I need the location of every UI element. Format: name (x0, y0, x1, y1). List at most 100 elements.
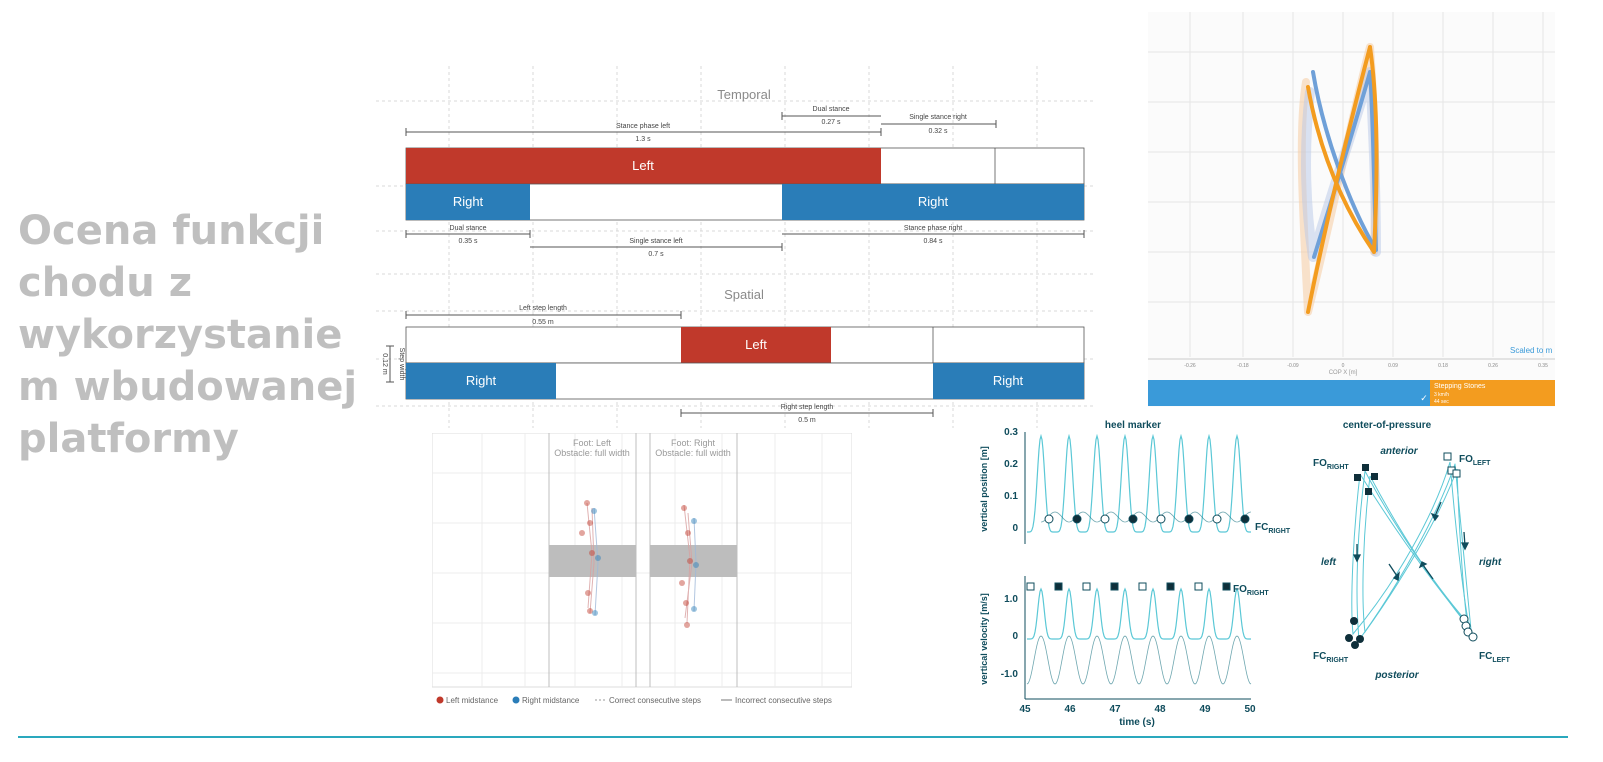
right-footprint-2 (933, 363, 1084, 399)
check-icon: ✓ (1420, 393, 1428, 403)
fc-open-marker (1044, 514, 1054, 524)
spatial-title: Spatial (724, 287, 764, 302)
scaled-label: Scaled to m (1510, 346, 1553, 355)
single-stance-left-label: Single stance left (629, 238, 682, 245)
session-badge[interactable] (1430, 380, 1555, 406)
fc-filled-marker (1072, 514, 1082, 524)
right-footprint-1-label: Right (466, 373, 497, 388)
foot-left-title: Foot: Left (573, 438, 612, 448)
left-step-length-value: 0.55 m (532, 319, 554, 326)
right-stance-bar-1-label: Right (453, 194, 484, 209)
temporal-title: Temporal (717, 87, 771, 102)
fc-filled-marker (1128, 514, 1138, 524)
fo-filled-marker (1222, 582, 1231, 591)
anterior-label: anterior (1380, 446, 1418, 457)
fo-filled-marker (1166, 582, 1175, 591)
legend-incorrect-steps: Incorrect consecutive steps (735, 696, 832, 705)
title-line: wykorzystanie (18, 312, 343, 358)
fc-filled-marker (1240, 514, 1250, 524)
fo-left-butterfly: FOLEFT (1459, 454, 1491, 467)
title-line: Ocena funkcji (18, 208, 325, 254)
legend-left-midstance: Left midstance (446, 696, 499, 705)
gait-phase-diagram: Temporal Stance phase left 1.3 s Dual st… (376, 66, 1096, 428)
left-step-length-label: Left step length (519, 305, 567, 312)
legend-correct-steps: Correct consecutive steps (609, 696, 701, 705)
obstacle-panel: Foot: Left Obstacle: full width Foot: Ri… (432, 433, 852, 705)
fc-right-butterfly: FCRIGHT (1313, 651, 1349, 664)
title-line: m wbudowanej (18, 364, 358, 410)
left-stance-bar (406, 148, 881, 184)
cop-x-axis-label: COP X [m] (1329, 370, 1358, 376)
cop-x-tick: -0.09 (1287, 363, 1299, 369)
left-footprint (681, 327, 831, 363)
x-tick: 45 (1019, 704, 1031, 715)
slide-title: Ocena funkcji chodu z wykorzystanie m wb… (18, 205, 358, 465)
step-width-value: 0.12 m (381, 353, 388, 375)
stance-left-label: Stance phase left (616, 123, 670, 130)
right-footprint-2-label: Right (993, 373, 1024, 388)
bottom-y-axis-label: vertical velocity [m/s] (979, 593, 989, 685)
fo-open-marker (1082, 582, 1091, 591)
fo-right-butterfly: FORIGHT (1313, 458, 1349, 471)
x-tick: 47 (1109, 704, 1121, 715)
bottom-y-tick: 0 (1012, 631, 1018, 642)
title-line: platformy (18, 416, 239, 462)
heel-marker-chart: heel marker 0.3 0.2 0.1 0 vertical posit… (979, 420, 1291, 728)
fo-filled-marker (1054, 582, 1063, 591)
right-stance-bar-1 (406, 184, 530, 220)
fc-open-marker (1156, 514, 1166, 524)
obstacle-left (549, 545, 636, 577)
posterior-label: posterior (1374, 670, 1419, 681)
dual-stance-bottom-value: 0.35 s (458, 238, 478, 245)
right-side-label: right (1479, 557, 1502, 568)
stance-right-label: Stance phase right (904, 225, 962, 232)
fc-open-marker (1100, 514, 1110, 524)
x-axis-label: time (s) (1119, 717, 1155, 728)
right-footprint-1 (406, 363, 556, 399)
right-stance-bar-2 (782, 184, 1084, 220)
fo-right-label: FORIGHT (1233, 584, 1269, 597)
dual-stance-top-label: Dual stance (813, 106, 850, 113)
right-stance-bar-2-label: Right (918, 194, 949, 209)
right-step-length-value: 0.5 m (798, 417, 816, 424)
butterfly-title: center-of-pressure (1343, 420, 1432, 431)
cop-x-tick: 0.26 (1488, 363, 1498, 369)
dual-stance-bottom-label: Dual stance (450, 225, 487, 232)
cop-x-tick: -0.26 (1184, 363, 1196, 369)
bottom-rule (18, 736, 1568, 738)
bottom-y-tick: 1.0 (1004, 594, 1018, 605)
top-y-tick: 0.2 (1004, 459, 1018, 470)
legend-right-midstance: Right midstance (522, 696, 580, 705)
top-y-tick: 0.3 (1004, 427, 1018, 438)
left-stance-bar-label: Left (632, 158, 654, 173)
cop-butterfly-chart: center-of-pressure anterior posterior le… (1313, 420, 1511, 681)
cop-x-tick: 0.18 (1438, 363, 1448, 369)
cop-trace-panel: -0.26 -0.18 -0.09 0 0.09 0.18 0.26 0.35 … (1148, 12, 1555, 407)
left-side-label: left (1321, 557, 1337, 568)
foot-right-subtitle: Obstacle: full width (655, 448, 731, 458)
dual-stance-top-value: 0.27 s (821, 119, 841, 126)
x-tick: 50 (1244, 704, 1256, 715)
bottom-y-tick: -1.0 (1001, 669, 1019, 680)
stance-right-value: 0.84 s (923, 238, 943, 245)
top-y-tick: 0 (1012, 523, 1018, 534)
right-step-length-label: Right step length (781, 404, 834, 411)
fc-left-butterfly: FCLEFT (1479, 651, 1511, 664)
session-badge-duration: 44 sec (1434, 399, 1449, 405)
top-y-axis-label: vertical position [m] (979, 446, 989, 532)
x-tick: 48 (1154, 704, 1166, 715)
cop-x-tick: 0.09 (1388, 363, 1398, 369)
x-tick: 46 (1064, 704, 1076, 715)
stance-left-value: 1.3 s (635, 136, 651, 143)
session-badge-title: Stepping Stones (1434, 383, 1486, 390)
title-line: chodu z (18, 260, 192, 306)
foot-left-subtitle: Obstacle: full width (554, 448, 630, 458)
cop-x-tick: -0.18 (1237, 363, 1249, 369)
x-tick: 49 (1199, 704, 1211, 715)
left-footprint-label: Left (745, 337, 767, 352)
fo-filled-marker (1110, 582, 1119, 591)
cop-x-tick: 0.35 (1538, 363, 1548, 369)
session-badge-speed: 3 km/h (1434, 392, 1449, 398)
cop-x-tick: 0 (1342, 363, 1345, 369)
heel-chart-title: heel marker (1105, 420, 1161, 431)
